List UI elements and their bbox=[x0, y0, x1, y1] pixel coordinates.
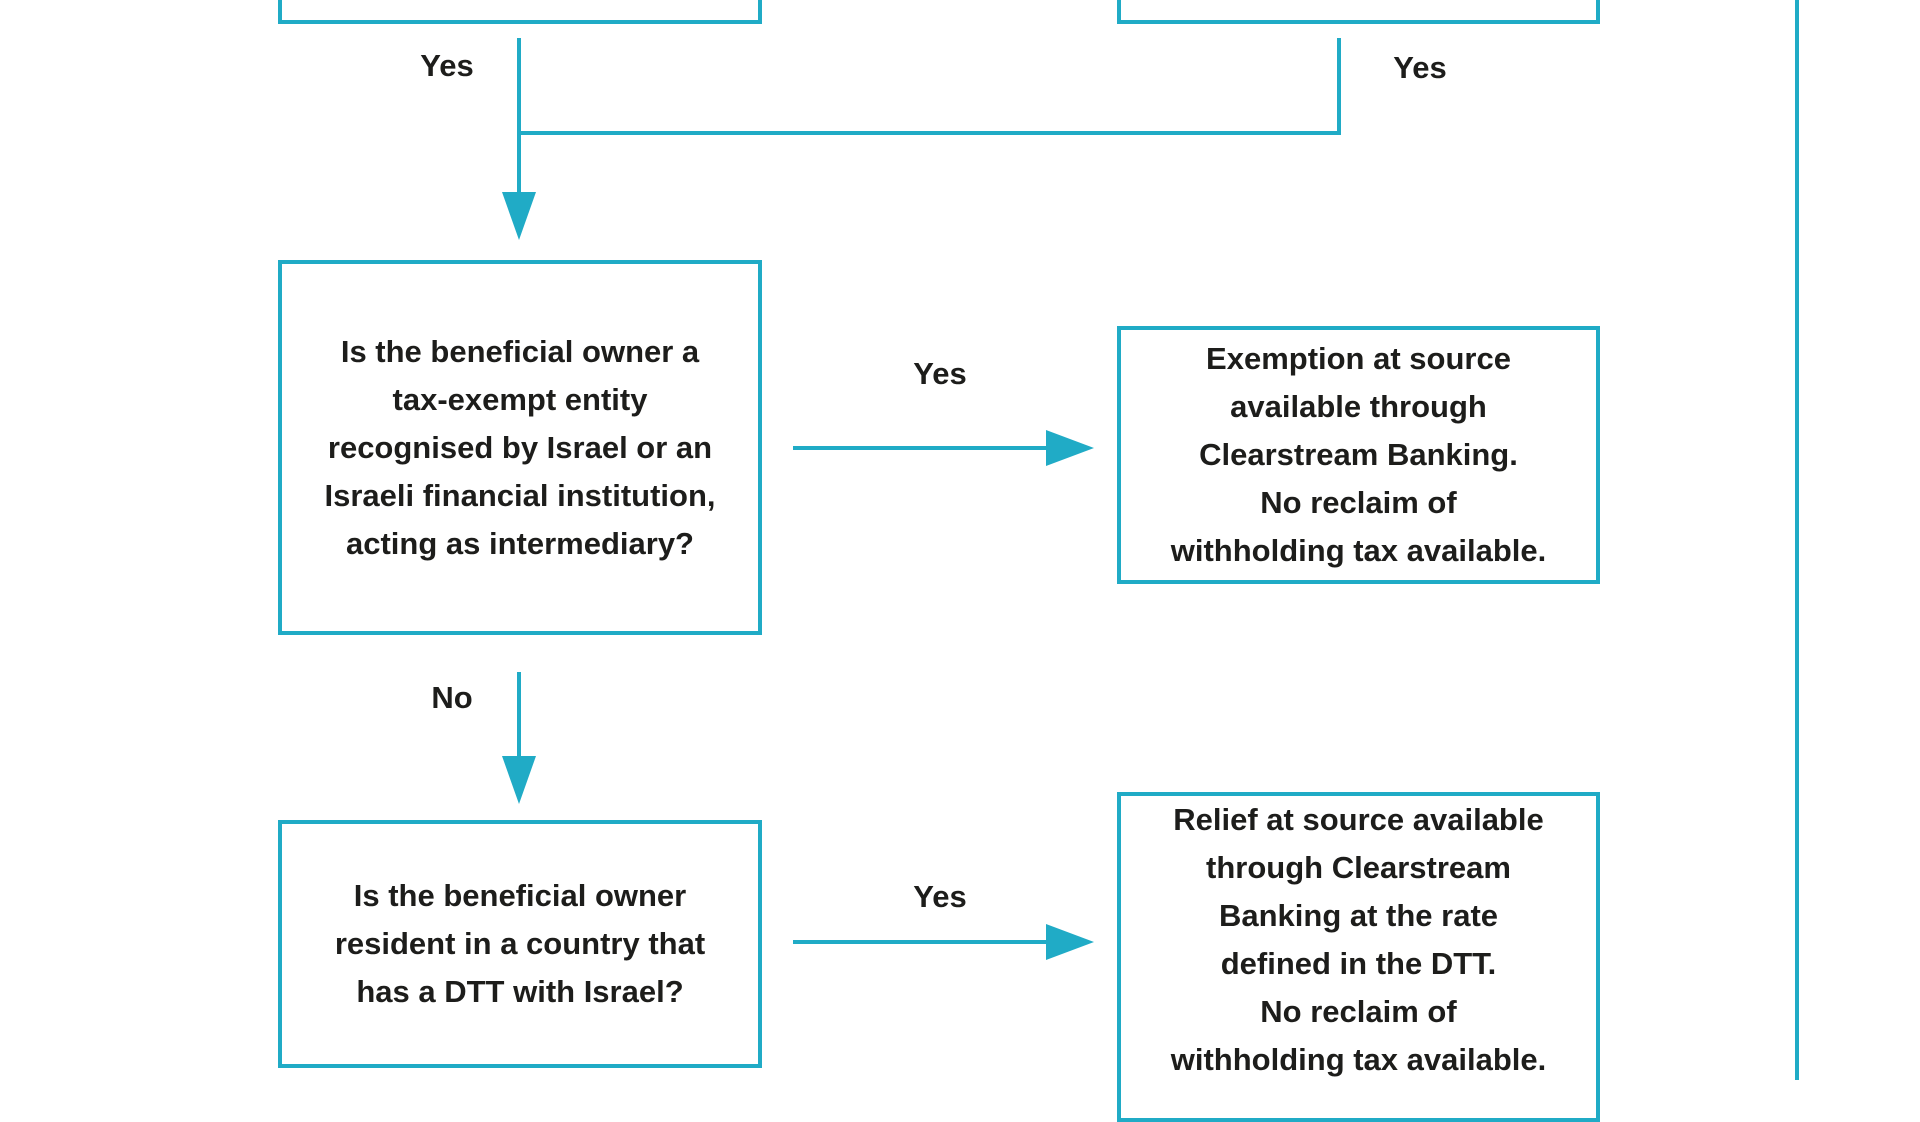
result-exemption-line: Exemption at source bbox=[1206, 341, 1511, 376]
result-exemption-line: withholding tax available. bbox=[1170, 533, 1547, 568]
edge-label-top-left-yes: Yes bbox=[420, 48, 474, 83]
connector-q1-yes-line bbox=[793, 446, 1048, 450]
question-tax-exempt-line: recognised by Israel or an bbox=[327, 429, 713, 465]
edge-label-q1-no: No bbox=[431, 680, 473, 715]
result-relief-line: through Clearstream bbox=[1206, 850, 1511, 885]
result-relief-line: No reclaim of bbox=[1260, 994, 1457, 1029]
question-tax-exempt-line: Israeli financial institution, bbox=[324, 477, 716, 513]
question-tax-exempt-line: tax-exempt entity bbox=[392, 381, 648, 417]
edge-label-q2-yes: Yes bbox=[913, 879, 967, 914]
edge-label-top-right-yes: Yes bbox=[1393, 50, 1447, 85]
connector-vertical-top-right bbox=[1337, 38, 1341, 135]
result-exemption-line: No reclaim of bbox=[1260, 485, 1457, 520]
result-relief-line: Banking at the rate bbox=[1218, 898, 1499, 933]
result-relief-line: defined in the DTT. bbox=[1220, 946, 1497, 981]
result-exemption-line: Clearstream Banking. bbox=[1199, 437, 1518, 472]
question-tax-exempt-line: Is the beneficial owner a bbox=[340, 333, 700, 369]
top-right-box-partial bbox=[1117, 0, 1600, 24]
top-left-box-partial bbox=[278, 0, 762, 24]
question-dtt-line: resident in a country that bbox=[334, 926, 706, 961]
right-arrowhead-to-result-relief bbox=[1046, 924, 1094, 960]
question-dtt-line: has a DTT with Israel? bbox=[356, 974, 684, 1009]
edge-label-q1-yes: Yes bbox=[913, 356, 967, 391]
connector-q1-no-line bbox=[517, 672, 521, 760]
result-relief-line: Relief at source available bbox=[1173, 802, 1544, 837]
question-tax-exempt-line: acting as intermediary? bbox=[345, 525, 694, 561]
down-arrowhead-to-question-tax-exempt bbox=[502, 192, 536, 240]
connector-vertical-right-edge bbox=[1795, 0, 1799, 1080]
connector-q2-yes-line bbox=[793, 940, 1048, 944]
result-exemption-line: available through bbox=[1230, 389, 1487, 424]
connector-horizontal-merge bbox=[517, 131, 1341, 135]
question-box-tax-exempt: Is the beneficial owner a tax-exempt ent… bbox=[278, 260, 762, 635]
question-box-dtt: Is the beneficial owner resident in a co… bbox=[278, 820, 762, 1068]
result-relief-line: withholding tax available. bbox=[1170, 1042, 1547, 1077]
right-arrowhead-to-result-exemption bbox=[1046, 430, 1094, 466]
question-dtt-line: Is the beneficial owner bbox=[353, 878, 687, 913]
connector-vertical-top-left bbox=[517, 38, 521, 194]
result-box-exemption: Exemption at source available through Cl… bbox=[1117, 326, 1600, 584]
down-arrowhead-to-question-dtt bbox=[502, 756, 536, 804]
result-box-relief: Relief at source available through Clear… bbox=[1117, 792, 1600, 1122]
